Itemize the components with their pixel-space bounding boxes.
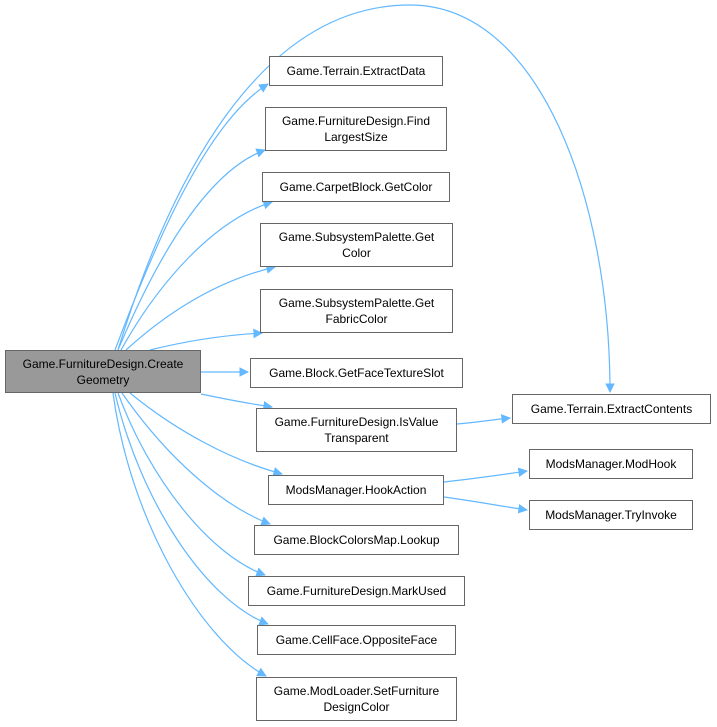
edge-root-to-findLargest [117,148,266,351]
edge-root-to-fabricColor [149,328,263,351]
node-find-largest-size[interactable]: Game.FurnitureDesign.Find LargestSize [265,107,447,151]
node-colors-map-lookup[interactable]: Game.BlockColorsMap.Lookup [254,525,459,555]
edge-root-to-setColor [112,392,267,677]
edge-root-to-extractData [114,83,269,351]
edge-root-to-carpetColor [120,200,273,351]
edge-root-to-oppositeFace [114,392,269,626]
node-palette-get-fabric-color[interactable]: Game.SubsystemPalette.Get FabricColor [260,289,453,333]
node-block-get-face-texture-slot[interactable]: Game.Block.GetFaceTextureSlot [250,358,463,388]
node-opposite-face[interactable]: Game.CellFace.OppositeFace [257,625,456,655]
node-is-value-transparent[interactable]: Game.FurnitureDesign.IsValue Transparent [256,408,457,452]
node-hook-action[interactable]: ModsManager.HookAction [268,475,444,505]
edge-root-to-paletteColor [125,264,276,351]
node-palette-get-color[interactable]: Game.SubsystemPalette.Get Color [260,223,453,267]
edge-root-to-markUsed [117,392,266,577]
edge-hookAction-to-modHook [443,467,528,483]
edge-isTransparent-to-extractContents [456,414,511,425]
node-extract-contents[interactable]: Game.Terrain.ExtractContents [512,394,711,424]
node-set-furniture-design-color[interactable]: Game.ModLoader.SetFurniture DesignColor [256,677,457,721]
node-carpet-get-color[interactable]: Game.CarpetBlock.GetColor [262,172,450,202]
node-extract-data[interactable]: Game.Terrain.ExtractData [269,56,443,86]
node-mod-hook[interactable]: ModsManager.ModHook [529,449,693,479]
edge-hookAction-to-tryInvoke [443,496,528,514]
edge-root-to-lookup [121,392,271,526]
edge-root-to-isTransparent [200,393,273,411]
node-try-invoke[interactable]: ModsManager.TryInvoke [529,500,693,530]
edge-root-to-hookAction [129,392,283,477]
edge-root-to-extractContents [117,4,615,393]
node-root[interactable]: Game.FurnitureDesign.Create Geometry [5,350,201,393]
node-mark-used[interactable]: Game.FurnitureDesign.MarkUsed [248,576,465,606]
